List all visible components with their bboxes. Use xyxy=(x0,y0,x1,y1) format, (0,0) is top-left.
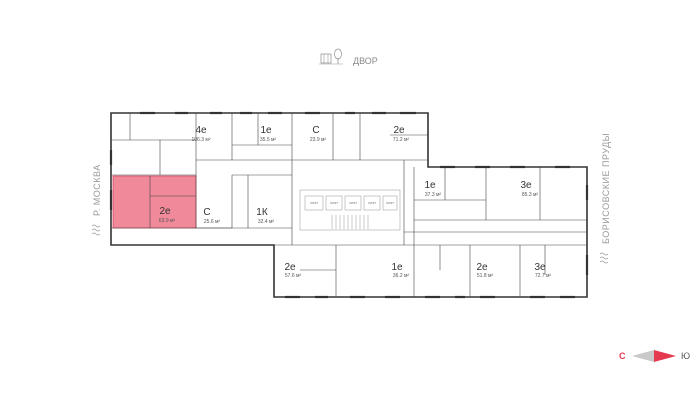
svg-text:ЛИФТ: ЛИФТ xyxy=(330,201,338,205)
svg-text:С: С xyxy=(203,207,210,218)
svg-text:51.8 м²: 51.8 м² xyxy=(477,273,494,279)
svg-text:57.6 м²: 57.6 м² xyxy=(285,273,302,279)
unit-4e-106[interactable]: 4е 106.3 м² xyxy=(191,125,210,143)
svg-text:1е: 1е xyxy=(391,262,403,273)
svg-text:3е: 3е xyxy=(534,262,546,273)
interior-walls xyxy=(111,113,587,297)
svg-text:3е: 3е xyxy=(520,180,532,191)
unit-1k-32[interactable]: 1К 32.4 м² xyxy=(256,207,274,225)
unit-2e-51[interactable]: 2е 51.8 м² xyxy=(476,262,493,279)
highlighted-apartment[interactable] xyxy=(112,175,197,229)
svg-text:37.3 м²: 37.3 м² xyxy=(425,192,442,198)
compass-arrow-left-icon xyxy=(632,350,654,362)
window-marks xyxy=(109,111,589,299)
svg-text:ЛИФТ: ЛИФТ xyxy=(310,201,318,205)
pond-waves-icon xyxy=(599,252,609,264)
unit-c-23[interactable]: С 23.9 м² xyxy=(310,125,327,143)
svg-text:25.6 м²: 25.6 м² xyxy=(204,219,221,225)
svg-text:4е: 4е xyxy=(195,125,207,136)
svg-text:32.4 м²: 32.4 м² xyxy=(258,219,275,225)
svg-text:72.7 м²: 72.7 м² xyxy=(535,273,552,279)
unit-3e-72[interactable]: 3е 72.7 м² xyxy=(534,262,551,279)
river-waves-icon xyxy=(91,224,101,236)
compass-arrow-right-icon xyxy=(654,350,676,362)
svg-text:23.9 м²: 23.9 м² xyxy=(310,137,327,143)
unit-1e-35[interactable]: 1е 35.5 м² xyxy=(260,125,277,143)
courtyard-tree-icon xyxy=(319,48,343,65)
unit-2e-57[interactable]: 2е 57.6 м² xyxy=(284,262,301,279)
svg-text:С: С xyxy=(312,125,319,136)
compass: С Ю xyxy=(619,350,690,362)
svg-text:106.3 м²: 106.3 м² xyxy=(191,137,210,143)
compass-north-label: С xyxy=(619,351,626,361)
svg-text:1е: 1е xyxy=(424,180,436,191)
right-street-label: БОРИСОВСКИЕ ПРУДЫ xyxy=(601,133,611,244)
unit-3e-85[interactable]: 3е 85.3 м² xyxy=(520,180,538,198)
building-outline xyxy=(110,112,588,298)
svg-text:ЛИФТ: ЛИФТ xyxy=(368,201,376,205)
svg-text:2е: 2е xyxy=(159,206,171,217)
svg-text:2е: 2е xyxy=(284,262,296,273)
unit-1e-37[interactable]: 1е 37.3 м² xyxy=(424,180,441,198)
svg-text:ЛИФТ: ЛИФТ xyxy=(386,201,394,205)
svg-text:2е: 2е xyxy=(393,125,405,136)
courtyard-label: ДВОР xyxy=(353,56,378,66)
compass-south-label: Ю xyxy=(681,351,690,361)
unit-2e-71[interactable]: 2е 71.2 м² xyxy=(393,125,410,143)
svg-text:1е: 1е xyxy=(260,125,272,136)
svg-text:85.3 м²: 85.3 м² xyxy=(522,192,539,198)
building-core: ЛИФТ ЛИФТ ЛИФТ ЛИФТ ЛИФТ xyxy=(299,189,401,231)
svg-text:71.2 м²: 71.2 м² xyxy=(393,137,410,143)
unit-c-25[interactable]: С 25.6 м² xyxy=(203,207,220,225)
left-street-label: Р. МОСКВА xyxy=(92,164,102,216)
unit-2e-63-highlighted[interactable]: 2е 63.9 м² xyxy=(159,206,176,224)
svg-text:ЛИФТ: ЛИФТ xyxy=(349,201,357,205)
svg-text:36.2 м²: 36.2 м² xyxy=(393,273,410,279)
svg-text:2е: 2е xyxy=(476,262,488,273)
svg-text:63.9 м²: 63.9 м² xyxy=(159,218,176,224)
svg-text:1К: 1К xyxy=(256,207,268,218)
svg-text:35.5 м²: 35.5 м² xyxy=(260,137,277,143)
unit-1e-36[interactable]: 1е 36.2 м² xyxy=(391,262,409,279)
